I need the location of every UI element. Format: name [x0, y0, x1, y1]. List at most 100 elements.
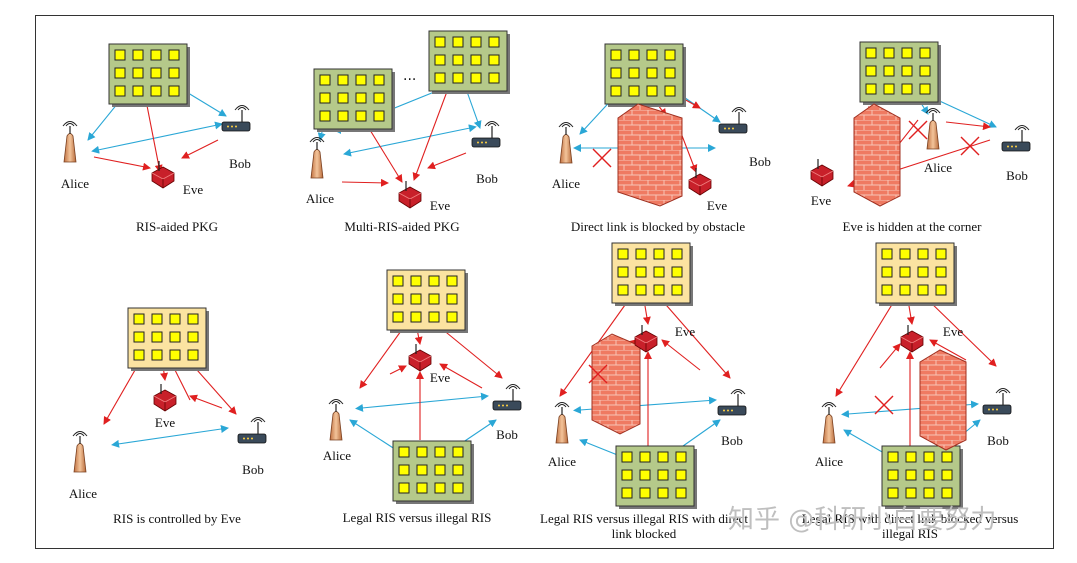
signal-arrow-red [879, 343, 901, 369]
eve-device-icon [151, 161, 175, 189]
eve-device-icon [810, 159, 834, 187]
bob-label: Bob [721, 433, 743, 448]
bob-router-icon [492, 384, 522, 411]
ris-element [132, 49, 144, 61]
ris-element [919, 83, 931, 95]
ris-element [398, 464, 410, 476]
bob-router-icon [982, 388, 1012, 415]
alice-label: Alice [61, 176, 89, 191]
alice-antenna-icon [925, 108, 941, 150]
ris-element [446, 293, 458, 305]
ris-element [664, 85, 676, 97]
ris-element [452, 72, 464, 84]
signal-arrow-blue [111, 425, 229, 448]
ris-element [416, 446, 428, 458]
ris-element [169, 313, 181, 325]
ris-element [470, 72, 482, 84]
ris-element [646, 49, 658, 61]
ris-element [373, 74, 385, 86]
ris-element [319, 74, 331, 86]
obstacle-wall-icon [919, 349, 967, 451]
ris-element [675, 451, 687, 463]
ris-element [488, 36, 500, 48]
ris-element [434, 54, 446, 66]
signal-arrow-red [835, 297, 897, 397]
alice-label: Alice [323, 448, 351, 463]
ris-element [428, 275, 440, 287]
ris-panel-legal [859, 41, 941, 105]
ris-element [434, 36, 446, 48]
ris-element [657, 451, 669, 463]
eve-label: Eve [430, 198, 450, 213]
alice-label: Alice [924, 160, 952, 175]
bob-router-icon [717, 389, 747, 416]
ris-element [610, 85, 622, 97]
alice-label: Alice [548, 454, 576, 469]
ris-element [899, 266, 911, 278]
signal-arrow-red [389, 365, 407, 375]
ris-element [373, 110, 385, 122]
alice-antenna-icon [821, 402, 837, 444]
ris-element [671, 248, 683, 260]
blocked-link-cross-icon [960, 136, 980, 156]
ris-element [452, 482, 464, 494]
signal-arrow-red [929, 339, 967, 361]
ris-element [392, 311, 404, 323]
ris-element [392, 275, 404, 287]
ris-panel-legal [881, 445, 963, 509]
signal-arrow-red [359, 323, 407, 389]
signal-arrow-red [341, 178, 389, 187]
bob-router-icon [1001, 125, 1031, 152]
bob-label: Bob [987, 433, 1009, 448]
ris-element [168, 85, 180, 97]
blocked-link-cross-icon [908, 120, 928, 140]
ris-element [899, 248, 911, 260]
ris-element [610, 49, 622, 61]
ris-element [923, 469, 935, 481]
panel-caption-7: link blocked [612, 526, 677, 541]
alice-label: Alice [815, 454, 843, 469]
ris-element [881, 248, 893, 260]
eve-label: Eve [943, 324, 963, 339]
alice-antenna-icon [62, 121, 78, 163]
ris-element [355, 110, 367, 122]
ris-element [646, 67, 658, 79]
ris-panel-illegal [611, 242, 693, 306]
ris-element [114, 85, 126, 97]
ris-element [355, 74, 367, 86]
ris-element [168, 49, 180, 61]
ris-element [653, 266, 665, 278]
bob-label: Bob [749, 154, 771, 169]
ris-element [150, 67, 162, 79]
ris-element [133, 349, 145, 361]
ris-element [923, 487, 935, 499]
signal-arrow-blue [91, 121, 223, 154]
signal-arrow-blue [355, 392, 489, 412]
signal-arrow-red [93, 156, 151, 171]
ris-element [935, 248, 947, 260]
ris-element [337, 92, 349, 104]
ris-element [941, 451, 953, 463]
ris-element [187, 331, 199, 343]
signal-arrow-red [659, 297, 731, 379]
ris-element [646, 85, 658, 97]
blocked-link-cross-icon [592, 148, 612, 168]
ris-element [114, 49, 126, 61]
ris-element [114, 67, 126, 79]
ris-element [881, 284, 893, 296]
ris-element [410, 275, 422, 287]
alice-antenna-icon [309, 137, 325, 179]
panel-caption-8: Legal RIS with direct link blocked versu… [802, 511, 1019, 526]
ris-element [151, 331, 163, 343]
ris-element [635, 248, 647, 260]
ris-element [887, 451, 899, 463]
eve-device-icon [900, 325, 924, 353]
panel-caption-8: illegal RIS [882, 526, 938, 541]
signal-arrow-red [945, 121, 991, 131]
ris-element [639, 487, 651, 499]
ris-element [434, 72, 446, 84]
eve-label: Eve [675, 324, 695, 339]
ris-element [675, 487, 687, 499]
ris-element [664, 67, 676, 79]
